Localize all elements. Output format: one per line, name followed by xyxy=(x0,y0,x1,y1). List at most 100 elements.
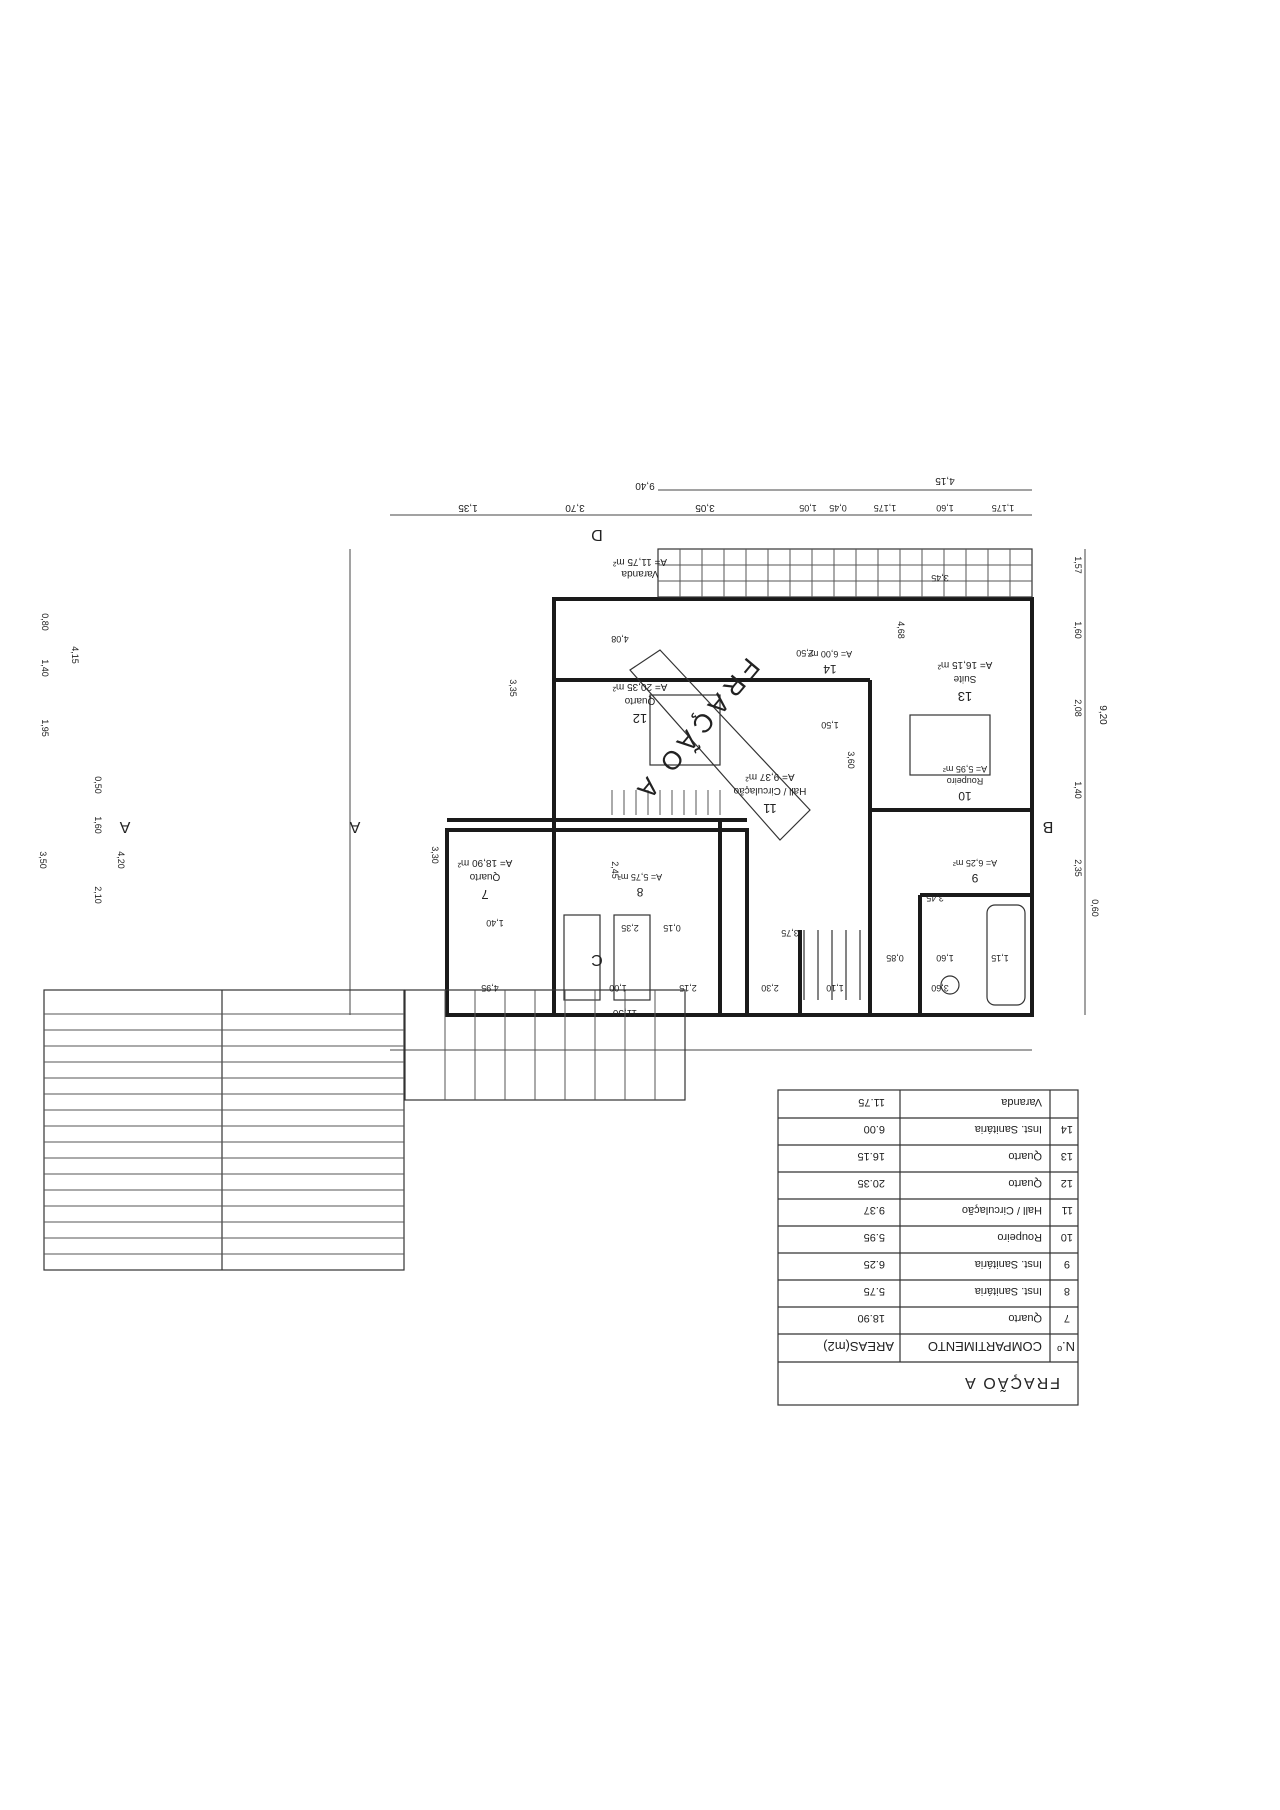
room-label-11-area: A= 9,37 m² xyxy=(745,771,795,782)
table-row-area: 5.75 xyxy=(864,1285,885,1297)
dim-right-1: 1,57 xyxy=(1073,556,1083,574)
dim-bottom-2: 1,00 xyxy=(609,983,627,993)
area-table-header-num: N.º xyxy=(1057,1339,1075,1354)
table-row-num: 14 xyxy=(1061,1123,1073,1135)
dims-top: 9,40 1,35 3,70 3,05 1,05 0,45 4,15 1,175… xyxy=(458,475,1014,513)
dim-bottom-4: 2,30 xyxy=(761,983,779,993)
room-label-9-area: A= 6,25 m² xyxy=(953,858,997,868)
room-label-10-area: A= 5,95 m² xyxy=(943,764,987,774)
outer-wall-left-block xyxy=(445,828,749,1017)
dims-left: 4,15 0,80 1,40 1,95 0,50 1,60 4,20 3,50 … xyxy=(38,613,126,904)
table-row-name: Roupeiro xyxy=(997,1231,1042,1243)
dim-left-7: 3,50 xyxy=(38,851,48,869)
table-row-num: 9 xyxy=(1064,1258,1070,1270)
table-row: 10 Roupeiro 5.95 xyxy=(864,1231,1073,1243)
bed-quarto7-a xyxy=(613,914,651,1001)
dim-left-5: 1,60 xyxy=(93,816,103,834)
dim-inner-13: 0,15 xyxy=(663,923,681,933)
canopy-slats xyxy=(404,989,686,1101)
balcony-strip xyxy=(657,548,1033,598)
dim-top-7: 1,175 xyxy=(874,503,897,513)
balcony-tiles xyxy=(658,549,1032,597)
dim-left-total: 4,15 xyxy=(70,646,80,664)
section-marks: A A B C D xyxy=(119,526,1053,968)
table-row-num: 11 xyxy=(1062,1204,1073,1216)
toilet xyxy=(940,975,960,995)
table-row: 14 Inst. Sanitária 6.00 xyxy=(864,1123,1073,1135)
dims-bottom: 11,50 4,95 1,00 2,15 2,30 1,10 3,60 0,85… xyxy=(481,953,1009,1018)
dim-left-1: 0,80 xyxy=(40,613,50,631)
dim-left-2: 1,40 xyxy=(40,659,50,677)
room-label-12-num: 12 xyxy=(633,711,647,726)
table-row-name: Varanda xyxy=(1000,1096,1042,1108)
area-table: FRAÇÃO A N.º COMPARTIMENTO AREAS(m2) 7 Q… xyxy=(777,1089,1079,1406)
bed-suite xyxy=(909,714,991,776)
room-label-7-name: Quarto xyxy=(469,871,500,882)
room-label-12-name: Quarto xyxy=(624,695,655,706)
dim-inner-1: 3,35 xyxy=(508,679,518,697)
plan-body xyxy=(349,489,1086,1051)
dim-inner-12: 2,35 xyxy=(621,923,639,933)
terrace-hatching xyxy=(43,989,686,1271)
dim-left-3: 1,95 xyxy=(40,719,50,737)
table-row: 11 Hall / Circulação 9.37 xyxy=(864,1204,1073,1216)
table-row-area: 16.15 xyxy=(857,1150,885,1162)
room-label-10-num: 10 xyxy=(958,789,972,803)
dims-right: 9,20 1,57 1,60 2,08 1,40 2,35 0,60 xyxy=(1073,556,1108,917)
dims-inner: 4,08 3,35 3,45 4,68 2,50 1,50 3,60 3,75 … xyxy=(430,573,949,938)
outer-wall-main xyxy=(552,597,1034,1017)
table-row: 13 Quarto 16.15 xyxy=(857,1150,1073,1162)
room-labels: 7 Quarto A= 18,90 m² 8 A= 5,75 m² 9 A= 6… xyxy=(457,556,997,902)
room-label-14-num: 14 xyxy=(823,662,837,676)
dim-bottom-3: 2,15 xyxy=(679,983,697,993)
room-label-11-name: Hall / Circulação xyxy=(733,785,806,796)
room-label-11-num: 11 xyxy=(763,801,777,816)
area-table-frame xyxy=(777,1089,1079,1406)
room-label-varanda-area: A= 11,75 m² xyxy=(612,556,667,567)
section-mark-b: B xyxy=(1043,818,1054,835)
table-row-name: Inst. Sanitária xyxy=(974,1285,1042,1297)
dim-bottom-5: 1,10 xyxy=(826,983,844,993)
dim-left-4: 0,50 xyxy=(93,776,103,794)
area-table-header-name: COMPARTIMENTO xyxy=(928,1339,1042,1354)
dim-right-total: 9,20 xyxy=(1097,705,1108,725)
dim-top-total: 9,40 xyxy=(635,480,655,491)
table-row-area: 20.35 xyxy=(857,1177,885,1189)
area-table-header-area: AREAS(m2) xyxy=(823,1339,894,1354)
table-row-name: Inst. Sanitária xyxy=(974,1123,1042,1135)
dim-top-1: 1,35 xyxy=(458,502,478,513)
bed-quarto12 xyxy=(649,694,721,766)
dim-bottom-total: 11,50 xyxy=(612,1007,637,1018)
table-row: 9 Inst. Sanitária 6.25 xyxy=(864,1258,1070,1270)
room-label-7-area: A= 18,90 m² xyxy=(457,857,512,868)
table-row-area: 6.25 xyxy=(864,1258,885,1270)
dim-bottom-1: 4,95 xyxy=(481,983,499,993)
dim-top-9: 1,175 xyxy=(992,503,1015,513)
table-row-name: Quarto xyxy=(1008,1312,1042,1324)
dim-inner-8: 3,45 xyxy=(926,893,944,903)
table-row-area: 18.90 xyxy=(857,1312,885,1324)
dim-inner-6: 3,60 xyxy=(846,751,856,769)
dim-bottom-9: 1,15 xyxy=(991,953,1009,963)
room-label-varanda-name: Varanda xyxy=(621,568,659,579)
dim-bottom-6: 3,60 xyxy=(931,983,949,993)
table-row-num: 7 xyxy=(1064,1312,1070,1324)
dim-top-3: 3,05 xyxy=(695,502,715,513)
dim-right-5: 2,35 xyxy=(1073,859,1083,877)
table-row-area: 5.95 xyxy=(864,1231,885,1243)
table-row-name: Quarto xyxy=(1008,1177,1042,1189)
table-row: 8 Inst. Sanitária 5.75 xyxy=(864,1285,1070,1297)
dim-left-6: 4,20 xyxy=(116,851,126,869)
section-mark-a-left: A xyxy=(119,818,130,835)
table-row-num: 12 xyxy=(1061,1177,1073,1189)
table-row-area: 9.37 xyxy=(864,1204,885,1216)
dim-top-5: 0,45 xyxy=(829,503,847,513)
room-label-12-area: A= 20,35 m² xyxy=(612,681,667,692)
dim-right-3: 2,08 xyxy=(1073,699,1083,717)
dim-top-4: 1,05 xyxy=(799,503,817,513)
table-row-name: Quarto xyxy=(1008,1150,1042,1162)
table-row-name: Inst. Sanitária xyxy=(974,1258,1042,1270)
dim-top-6: 4,15 xyxy=(935,475,955,486)
dim-inner-9: 2,45 xyxy=(610,861,620,879)
dim-bottom-7: 0,85 xyxy=(886,953,904,963)
